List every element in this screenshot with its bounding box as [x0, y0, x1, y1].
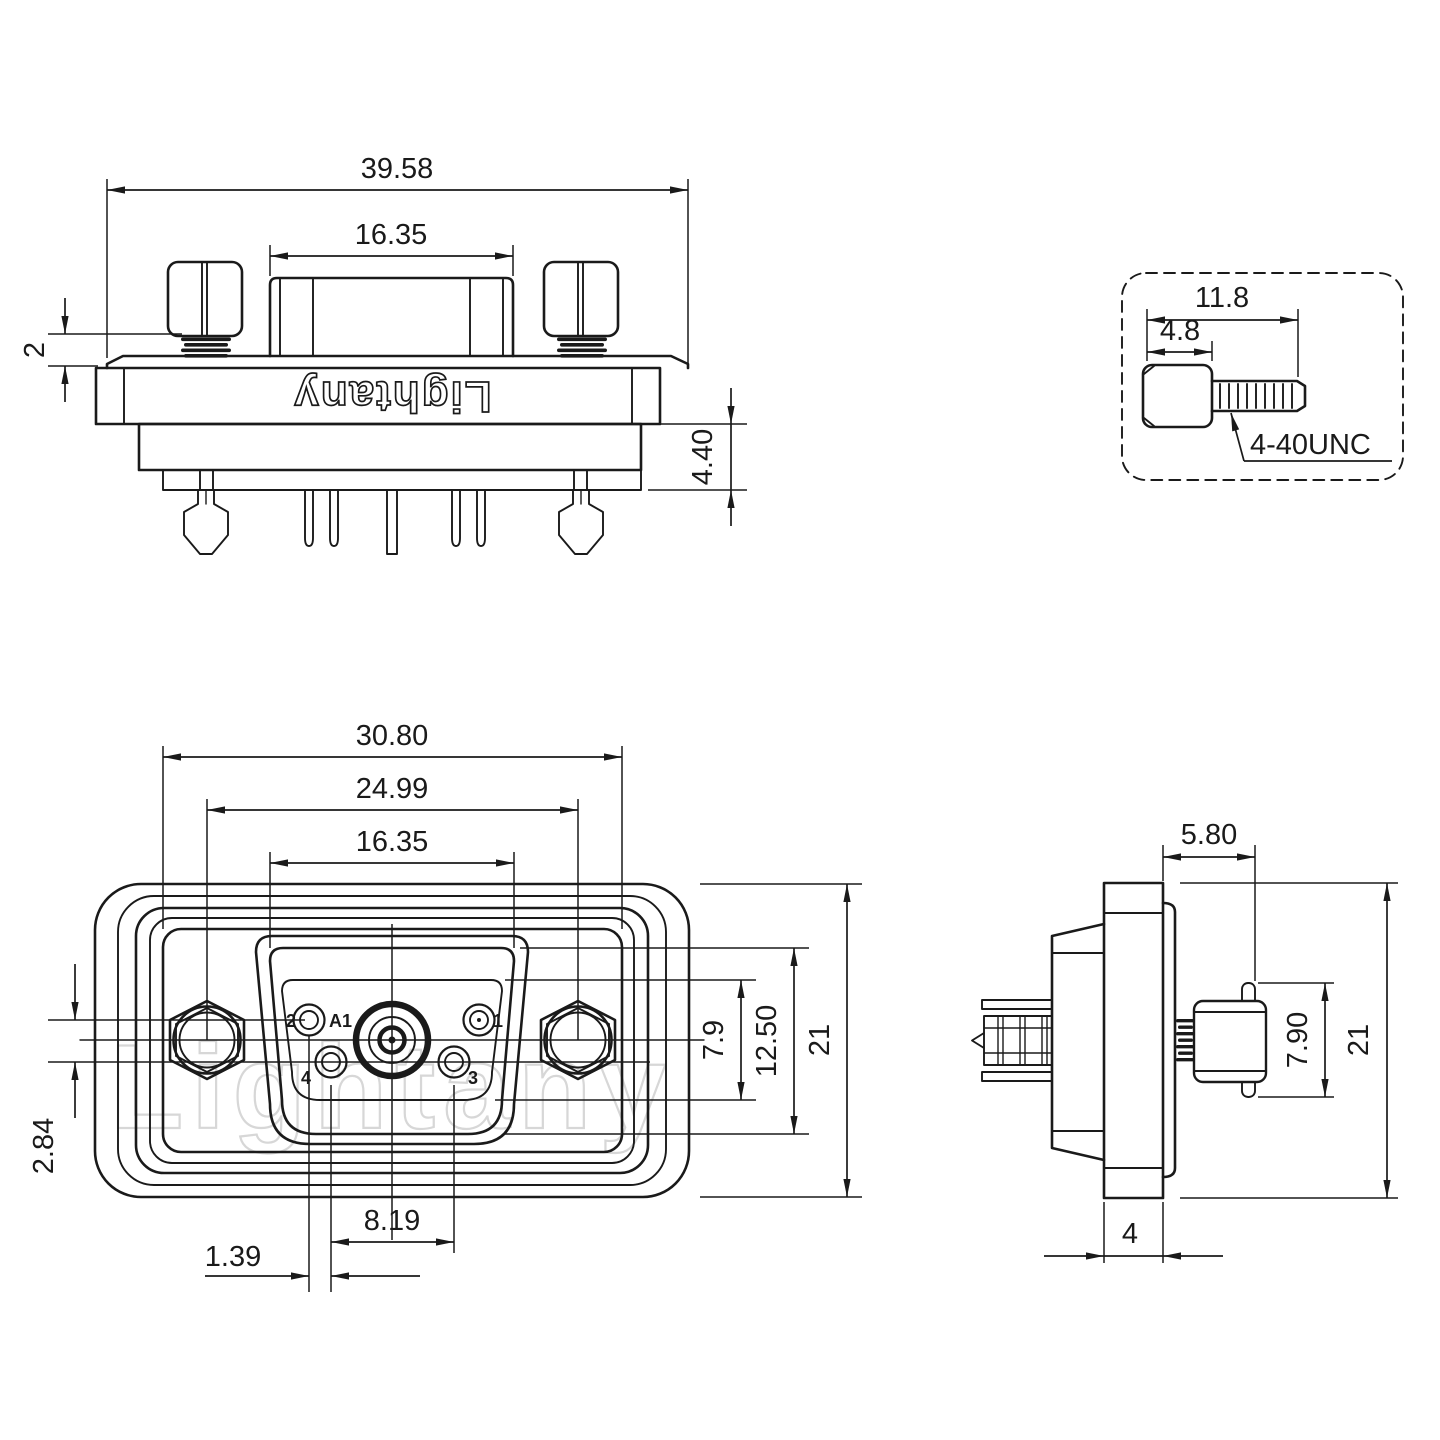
dimensions-face-view: 30.80 24.99 16.35 2.84 7.9 12.50 21 8.19 — [28, 720, 862, 1292]
dim-opening-height: 7.9 — [698, 1020, 730, 1060]
thread-spec-label: 4-40UNC — [1250, 429, 1371, 461]
top-front-view: Lightany 39.58 16.35 — [19, 153, 747, 555]
screw-nut-right — [539, 999, 617, 1081]
press-fit-pin-right — [558, 489, 604, 555]
dim-shell-protrusion: 5.80 — [1181, 819, 1237, 851]
dim-shell-width: 16.35 — [355, 219, 428, 251]
dim-shell-height: 12.50 — [751, 1005, 783, 1078]
d-sub-shell-face — [254, 934, 530, 1146]
pin-label-3: 3 — [468, 1068, 478, 1088]
side-jack-screw — [1176, 982, 1268, 1098]
dim-face-shell-width: 16.35 — [356, 826, 429, 858]
screw-head-side — [1192, 999, 1268, 1084]
dim-flange-width: 30.80 — [356, 720, 429, 752]
side-flange — [1102, 881, 1177, 1200]
pin-label-a1: A1 — [329, 1011, 352, 1031]
pin-label-1: 1 — [493, 1011, 503, 1031]
pin-label-2: 2 — [286, 1011, 296, 1031]
dimensions-screw-detail: 11.8 4.8 4-40UNC — [1146, 282, 1392, 462]
signal-pins — [304, 489, 486, 547]
screw-drawing — [1141, 363, 1307, 429]
mating-shell — [268, 276, 515, 358]
coax-tail — [386, 489, 398, 555]
dim-screw-head-length: 4.8 — [1160, 315, 1200, 347]
screw-detail-view: 11.8 4.8 4-40UNC — [1121, 272, 1404, 481]
screw-spring-right — [557, 337, 607, 358]
dim-row-spacing: 2.84 — [28, 1118, 60, 1174]
dimensions-side-view: 5.80 7.90 21 4 — [1044, 819, 1398, 1263]
dim-row-offset: 1.39 — [205, 1241, 261, 1273]
dim-face-overall-height: 21 — [804, 1024, 836, 1056]
screw-spring-left — [181, 337, 231, 358]
dim-screw-spacing: 24.99 — [356, 773, 429, 805]
signal-contact-1 — [462, 1003, 496, 1037]
jack-screw-left — [166, 260, 244, 358]
coax-contact-a1 — [352, 1000, 432, 1080]
brand-watermark: Lightany — [110, 1020, 674, 1154]
dim-flange-lip-height: 2 — [19, 342, 51, 358]
dim-pin-pitch: 8.19 — [364, 1205, 420, 1237]
side-rear-body — [1050, 922, 1106, 1162]
side-screw-spring — [1176, 1019, 1194, 1062]
rear-body — [137, 422, 643, 491]
pin-label-4: 4 — [301, 1068, 311, 1088]
dim-rear-body-height: 4.40 — [687, 429, 719, 485]
dim-screw-boot-dia: 7.90 — [1282, 1012, 1314, 1068]
side-pins — [971, 999, 1053, 1082]
press-fit-pin-left — [183, 489, 229, 555]
dim-flange-thickness: 4 — [1122, 1218, 1138, 1250]
dim-overall-width: 39.58 — [361, 153, 434, 185]
brand-logo: Lightany — [292, 372, 491, 421]
side-view: 5.80 7.90 21 4 — [971, 819, 1398, 1263]
front-face-view: Lightany — [28, 720, 862, 1292]
dim-side-overall-height: 21 — [1343, 1024, 1375, 1056]
jack-screw-right — [542, 260, 620, 358]
dimensions-top-view: 39.58 16.35 2 4.40 — [19, 153, 747, 526]
detail-callout-frame — [1121, 272, 1404, 481]
dim-screw-overall-length: 11.8 — [1195, 282, 1249, 314]
